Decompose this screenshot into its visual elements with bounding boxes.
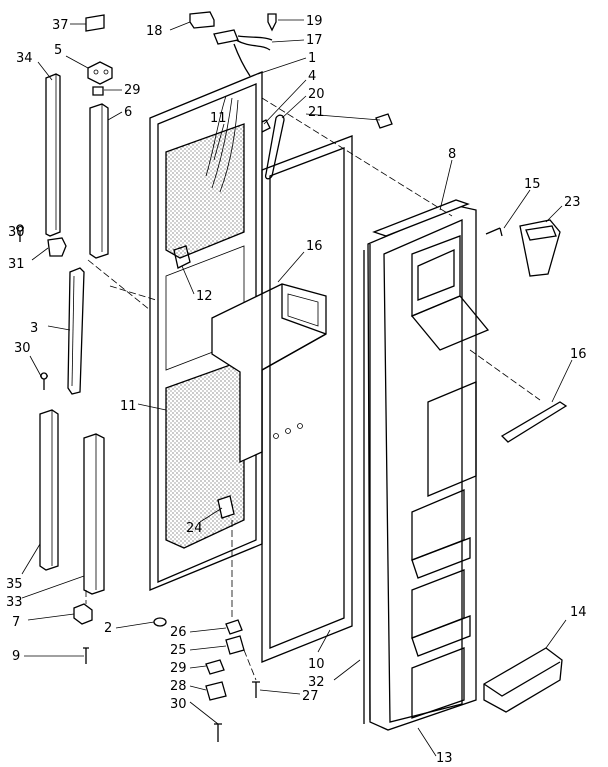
callout-4: 4 — [308, 69, 316, 84]
callout-24: 24 — [186, 521, 203, 536]
part-17-wire-harness — [213, 29, 273, 77]
callout-14: 14 — [570, 605, 587, 620]
part-30-screw-upper — [16, 224, 24, 242]
part-9-screw — [83, 647, 89, 664]
part-35-trim-strip — [39, 409, 59, 571]
callout-30-bottom: 30 — [170, 697, 187, 712]
assembly-lines — [85, 97, 541, 681]
part-18-connector — [189, 11, 215, 29]
callout-18: 18 — [146, 24, 163, 39]
part-14-bin — [483, 647, 563, 713]
part-23-ice-chute — [519, 219, 561, 277]
callout-17: 17 — [306, 33, 323, 48]
door-liner-panel — [367, 205, 490, 731]
callout-13: 13 — [436, 751, 453, 766]
part-24-spacer — [217, 495, 235, 519]
part-33-trim-strip — [83, 433, 105, 595]
callout-34: 34 — [16, 51, 33, 66]
part-8-liner-cap — [372, 199, 470, 237]
part-19-pin — [267, 13, 277, 32]
leader-lines — [21, 19, 573, 757]
part-2-plug — [153, 617, 167, 627]
part-7-clip — [73, 603, 93, 625]
callout-32: 32 — [308, 675, 325, 690]
part-26-shim — [225, 619, 243, 635]
part-32-liner-seal — [363, 244, 371, 724]
callout-9: 9 — [12, 649, 20, 664]
part-21-cap — [375, 113, 393, 129]
callout-2: 2 — [104, 621, 112, 636]
callout-28: 28 — [170, 679, 187, 694]
callout-23: 23 — [564, 195, 581, 210]
callout-35: 35 — [6, 577, 23, 592]
part-30-screw-lower — [40, 372, 48, 390]
callout-30-upper: 30 — [8, 225, 25, 240]
callout-labels: 37 18 19 17 1 5 34 29 6 4 20 21 8 15 23 … — [6, 14, 587, 766]
part-3-handle — [67, 267, 85, 395]
part-29-bushing-lower — [205, 659, 225, 675]
callout-12: 12 — [196, 289, 213, 304]
part-37-label-plate — [85, 14, 105, 32]
part-31-handle-mount — [47, 237, 67, 257]
part-15-screw — [485, 227, 503, 237]
part-28-hinge — [205, 681, 227, 701]
callout-5: 5 — [54, 43, 62, 58]
callout-8: 8 — [448, 147, 456, 162]
part-29-bushing — [92, 86, 104, 96]
callout-29-lower: 29 — [170, 661, 187, 676]
part-6-trim-strip — [89, 103, 109, 259]
callout-26: 26 — [170, 625, 187, 640]
part-5-hinge-bracket — [87, 61, 113, 85]
callout-37: 37 — [52, 18, 69, 33]
callout-30-lower: 30 — [14, 341, 31, 356]
callout-29: 29 — [124, 83, 141, 98]
callout-1: 1 — [308, 51, 316, 66]
callout-25: 25 — [170, 643, 187, 658]
callout-11-upper: 11 — [210, 111, 227, 126]
callout-16: 16 — [570, 347, 587, 362]
callout-3: 3 — [30, 321, 38, 336]
callout-22: 16 — [306, 239, 323, 254]
callout-27: 27 — [302, 689, 319, 704]
callout-20: 20 — [308, 87, 325, 102]
part-30-screw-bottom — [214, 723, 222, 742]
callout-15: 15 — [524, 177, 541, 192]
part-16-shelf-rail — [500, 401, 568, 443]
part-34-trim-strip — [45, 73, 61, 237]
callout-10: 10 — [308, 657, 325, 672]
callout-21: 21 — [308, 105, 325, 120]
callout-6: 6 — [124, 105, 132, 120]
callout-19: 19 — [306, 14, 323, 29]
part-10-door-gasket — [261, 135, 353, 663]
callout-33: 33 — [6, 595, 23, 610]
part-27-screw — [252, 681, 260, 698]
part-25-bracket — [225, 635, 245, 655]
part-20-tube — [264, 114, 285, 180]
callout-7: 7 — [12, 615, 20, 630]
callout-31: 31 — [8, 257, 25, 272]
callout-11-lower: 11 — [120, 399, 137, 414]
